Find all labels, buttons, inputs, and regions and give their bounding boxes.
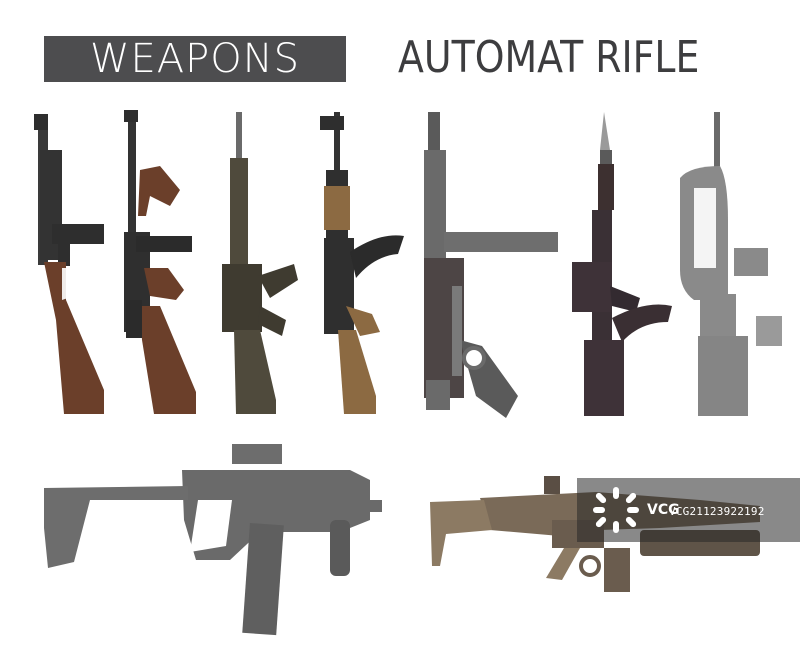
automat-rifle-subtitle: AUTOMAT RIFLE xyxy=(398,32,700,83)
m16-rifle-icon xyxy=(222,112,298,414)
thompson-submachine-gun-icon xyxy=(124,110,196,414)
ak47-rifle-icon xyxy=(320,112,404,414)
weapons-title: WEAPONS xyxy=(44,36,346,82)
kriss-vector-smg-icon xyxy=(44,444,382,636)
watermark-id: VCG21123922192 xyxy=(669,505,765,518)
famas-bullpup-rifle-icon xyxy=(680,112,782,416)
ppsh-submachine-gun-icon xyxy=(34,114,104,414)
mp40-submachine-gun-icon xyxy=(424,112,558,418)
watermark-brand: VCG xyxy=(647,502,680,518)
watermark: VCG VCG21123922192 xyxy=(577,478,800,542)
bayonet-ak-rifle-icon xyxy=(572,112,672,416)
vcg-logo-icon xyxy=(589,483,643,537)
